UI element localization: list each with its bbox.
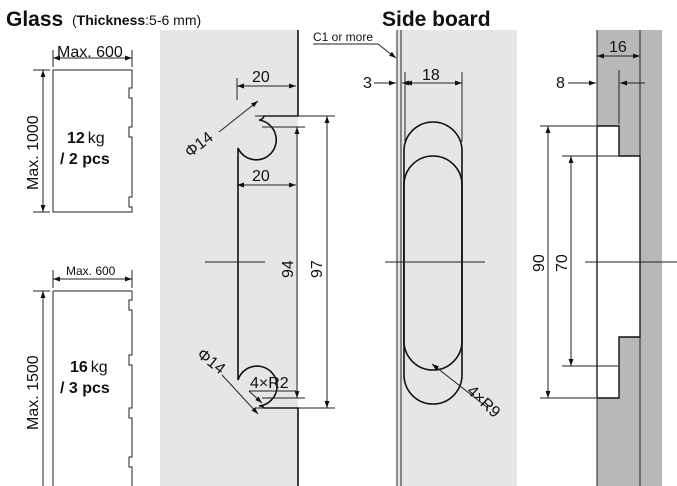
side-board-slot-width: 18 [422,67,440,84]
cutout-top-width: 20 [252,69,270,86]
glass-subtitle: (Thickness:5-6 mm) [72,12,201,28]
glass-bottom-height-label: Max. 1500 [25,355,42,430]
cutout-corner-radius: 4×R2 [250,375,289,392]
cutout-inner-height: 94 [280,260,297,278]
section-outer-height: 90 [531,254,548,272]
section-offset: 8 [556,75,565,92]
glass-top-height-label: Max. 1000 [25,115,42,190]
glass-top-pieces: / 2 pcs [60,151,110,168]
side-board-title: Side board [382,8,491,31]
section-inner-height: 70 [554,254,571,272]
glass-bottom-width-label: Max. 600 [66,264,116,278]
glass-title: Glass [6,8,63,31]
cutout-mid-width: 20 [252,168,270,185]
chamfer-label: C1 or more [313,30,373,44]
side-board-offset: 3 [363,75,372,92]
glass-bottom-pieces: / 3 pcs [60,380,110,397]
cutout-outer-height: 97 [309,260,326,278]
glass-top-width-label: Max. 600 [57,44,123,61]
glass-panel-bg [160,30,298,486]
side-section-drawing: 16 8 90 70 [531,30,677,486]
side-board-bg [397,30,517,486]
section-depth: 16 [609,39,627,56]
